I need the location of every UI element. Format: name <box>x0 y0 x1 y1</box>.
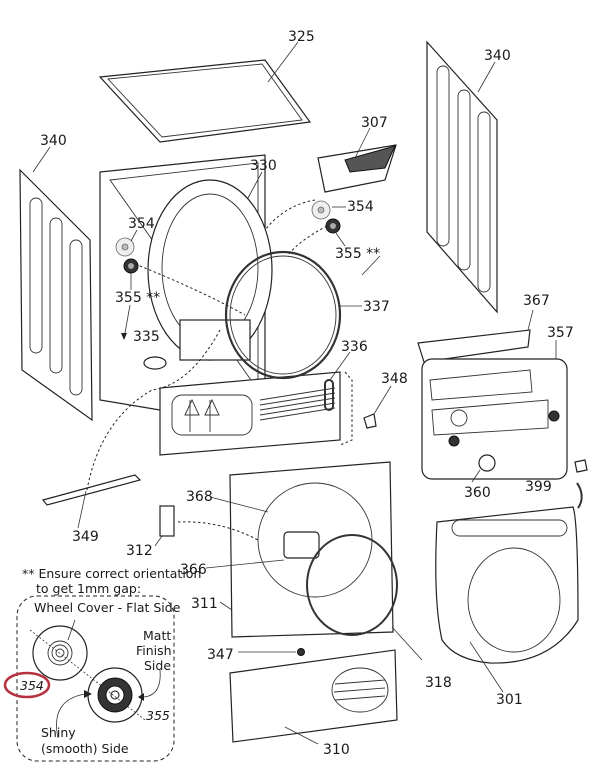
label-336: 336 <box>341 339 368 355</box>
part-311-front-panel <box>205 461 394 638</box>
label-366: 366 <box>180 562 207 578</box>
part-307-filter-housing <box>317 127 397 193</box>
part-367-dispenser-tray <box>417 309 534 363</box>
label-318: 318 <box>425 675 452 691</box>
label-354-right: 354 <box>347 199 374 215</box>
inset-matt-label-1: Matt <box>143 628 172 643</box>
label-312: 312 <box>126 543 153 559</box>
part-354-355-wheels-right <box>311 200 381 276</box>
inset-label-354: 354 <box>20 678 44 693</box>
inset-matt-label-3: Side <box>144 658 172 673</box>
part-348-microswitch <box>363 385 392 429</box>
part-318-door-gasket <box>306 534 423 661</box>
label-307: 307 <box>361 115 388 131</box>
part-399-cable <box>574 459 588 509</box>
inset-wheel-cover-label: Wheel Cover - Flat Side <box>34 600 181 615</box>
label-330: 330 <box>250 158 277 174</box>
label-348: 348 <box>381 371 408 387</box>
inset-shiny-label-1: Shiny <box>41 725 76 740</box>
inset-shiny-label-2: (smooth) Side <box>41 741 129 756</box>
part-336-door-seal-small <box>324 351 351 411</box>
inset-wheel-orientation <box>3 595 175 762</box>
part-357-control-board <box>421 340 568 480</box>
label-357: 357 <box>547 325 574 341</box>
label-367: 367 <box>523 293 550 309</box>
label-355-right: 355 ** <box>335 246 381 262</box>
label-337: 337 <box>363 299 390 315</box>
part-349-strip <box>41 474 142 529</box>
label-360: 360 <box>464 485 491 501</box>
label-301: 301 <box>496 692 523 708</box>
part-337-drum-seal <box>224 250 362 380</box>
label-347: 347 <box>207 647 234 663</box>
part-340-left-side-panel <box>19 146 93 422</box>
label-354-left: 354 <box>128 216 155 232</box>
part-340-right-side-panel <box>426 40 498 314</box>
inset-note-line1: ** Ensure correct orientation <box>22 566 202 581</box>
label-399: 399 <box>525 479 552 495</box>
label-310: 310 <box>323 742 350 758</box>
part-310-kickplate <box>229 649 398 745</box>
label-349: 349 <box>72 529 99 545</box>
inset-note-line2: to get 1mm gap: <box>36 581 142 596</box>
label-368: 368 <box>186 489 213 505</box>
label-340-right: 340 <box>484 48 511 64</box>
label-340-left: 340 <box>40 133 67 149</box>
label-311: 311 <box>191 596 218 612</box>
label-325: 325 <box>288 29 315 45</box>
part-354-355-wheels-left <box>115 229 167 370</box>
label-335: 335 <box>133 329 160 345</box>
inset-matt-label-2: Finish <box>136 643 172 658</box>
part-312-door-lock <box>154 505 175 547</box>
part-347-screw <box>238 648 305 656</box>
part-325-top-cover <box>98 41 312 143</box>
label-355-left: 355 ** <box>115 290 161 306</box>
part-301-door-assembly <box>435 506 579 693</box>
part-360-knob <box>471 454 496 483</box>
inset-label-355: 355 <box>146 708 170 723</box>
highlight-circle <box>3 671 51 699</box>
